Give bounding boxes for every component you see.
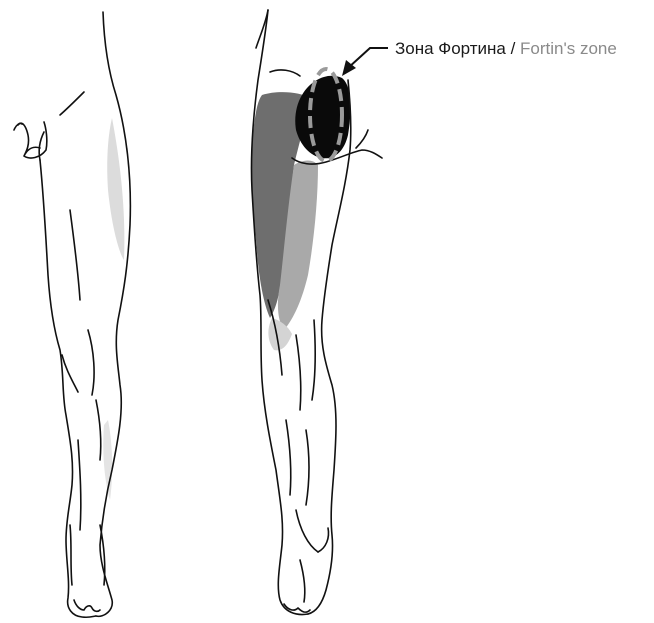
left-leg-outline-lateral (96, 12, 130, 616)
fortin-zone-label: Зона Фортина / Fortin's zone (395, 38, 617, 60)
left-leg-light-shading (107, 118, 124, 260)
label-english: Fortin's zone (520, 39, 617, 58)
callout-arrow (342, 48, 388, 76)
label-separator: / (506, 39, 520, 58)
left-leg (14, 12, 130, 617)
label-russian: Зона Фортина (395, 39, 506, 58)
left-leg-outline-medial (40, 160, 96, 617)
left-leg-hip-detail (18, 122, 47, 158)
right-leg (251, 10, 382, 614)
